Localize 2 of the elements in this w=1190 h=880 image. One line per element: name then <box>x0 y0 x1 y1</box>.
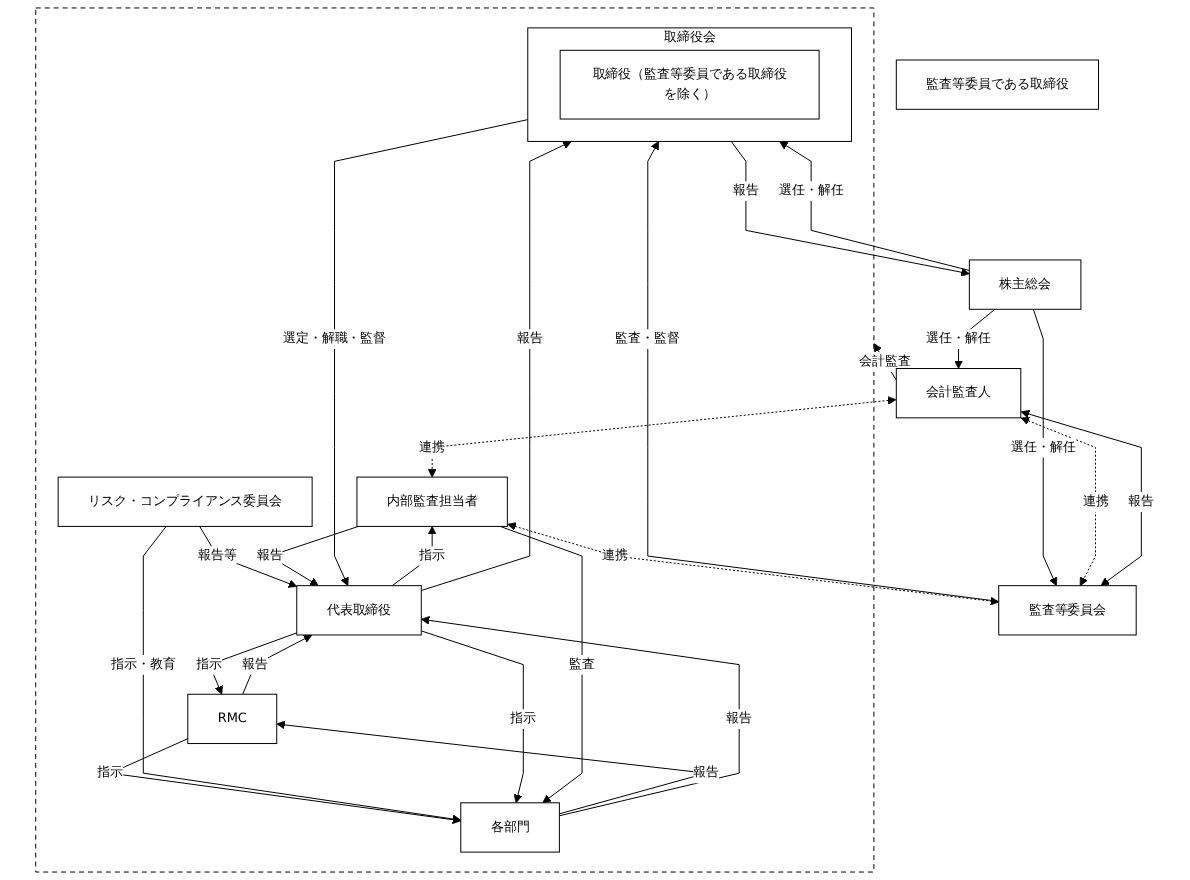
cluster <box>35 7 875 873</box>
arrow <box>420 140 572 592</box>
